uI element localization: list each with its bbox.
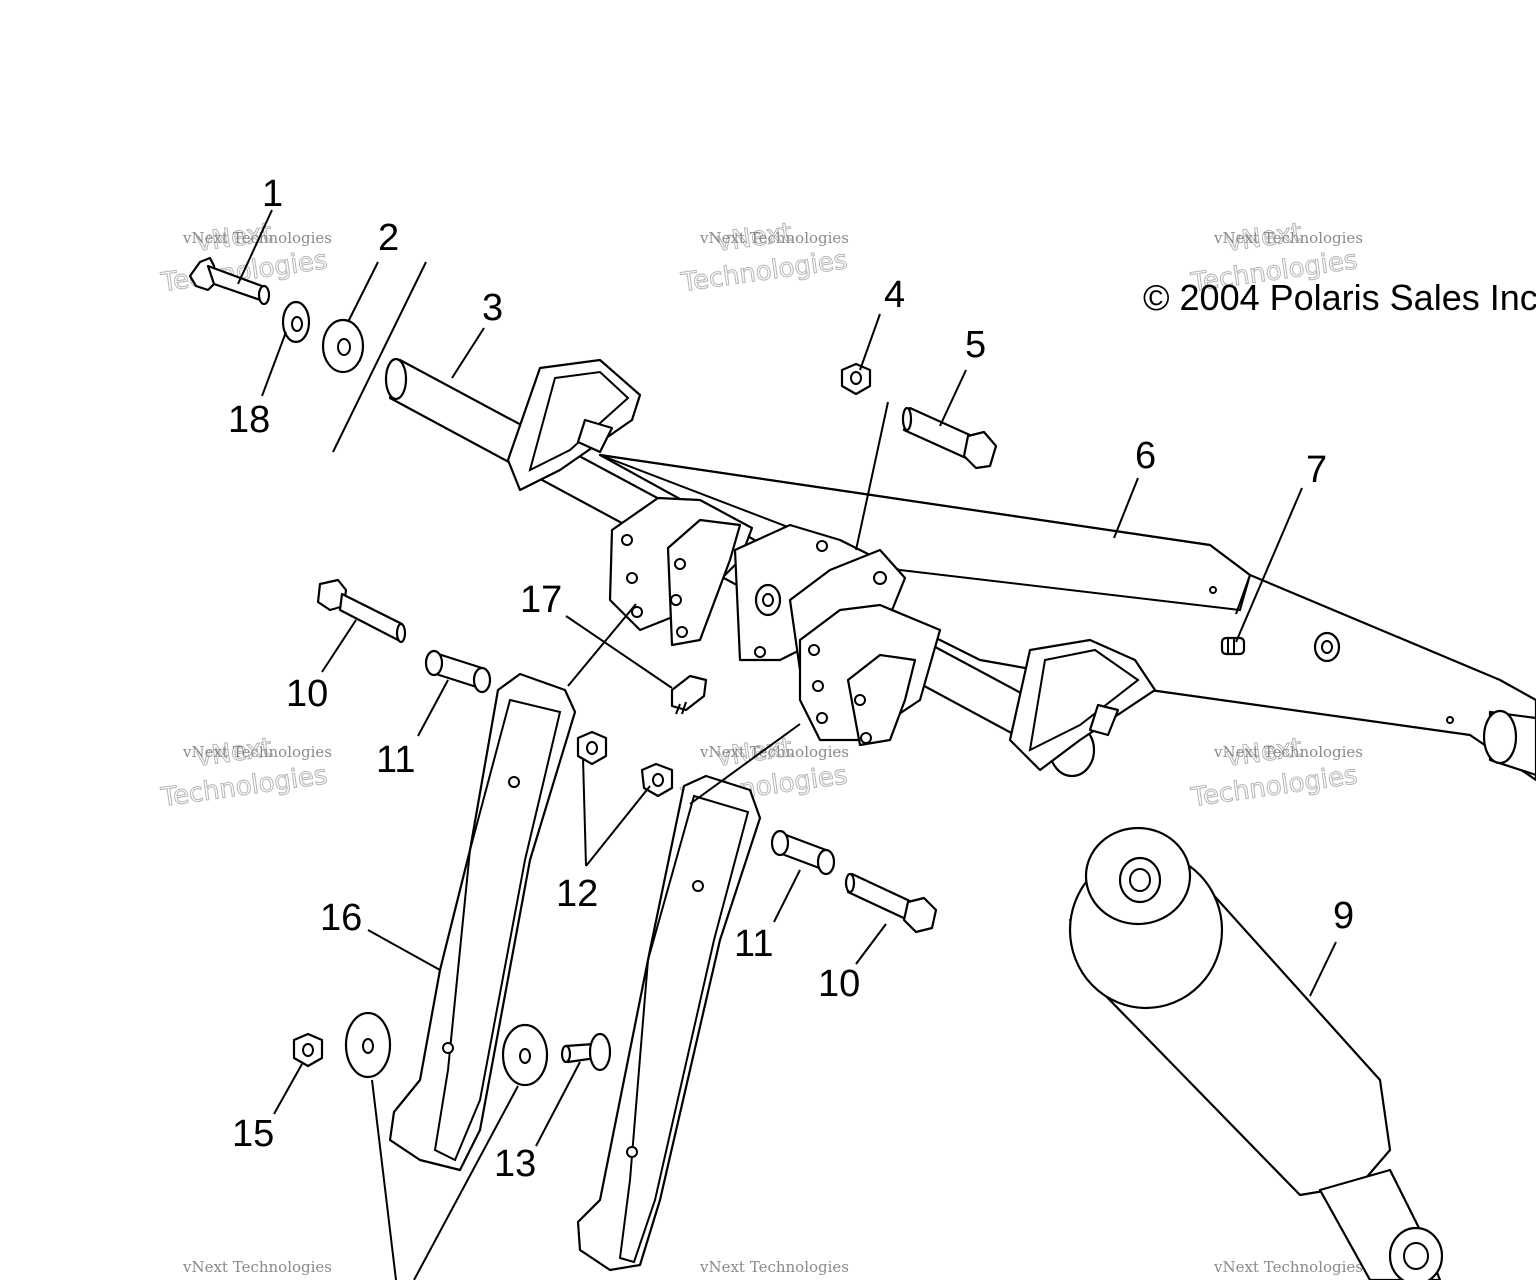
part-frame-rail-6: [598, 453, 1536, 782]
callout-17: 17: [520, 579, 562, 621]
watermark-small: vNext Technologies: [699, 1258, 849, 1276]
callout-15: 15: [232, 1113, 274, 1155]
callout-10-upper: 10: [286, 673, 328, 715]
callout-9: 9: [1333, 895, 1354, 937]
callout-1: 1: [262, 173, 283, 215]
part-bushing-11-lower: [770, 829, 836, 876]
callout-3: 3: [482, 287, 503, 329]
watermark-small: vNext Technologies: [182, 229, 332, 247]
callouts: 1 2 3 4 5 6 7 17 18 10 11 12 16 11 10 9 …: [228, 173, 1354, 1185]
part-bolt-5: [901, 406, 998, 470]
watermark-small: vNext Technologies: [182, 743, 332, 761]
callout-12: 12: [556, 873, 598, 915]
watermark-small: vNext Technologies: [1213, 229, 1363, 247]
watermark-small: vNext Technologies: [1213, 743, 1363, 761]
part-cross-shaft-3: [384, 357, 1157, 778]
part-bolt-1: [188, 256, 271, 306]
callout-4: 4: [884, 274, 905, 316]
callout-7: 7: [1306, 449, 1327, 491]
callout-16: 16: [320, 897, 362, 939]
part-washer-lower-right: [501, 1023, 549, 1087]
part-fitting-7: [1220, 636, 1246, 656]
copyright-text: © 2004 Polaris Sales Inc.: [1143, 277, 1536, 318]
part-nut-12a: [576, 730, 608, 766]
callout-5: 5: [965, 324, 986, 366]
callout-6: 6: [1135, 435, 1156, 477]
leader-lines: [237, 209, 1337, 1280]
watermark-small: vNext Technologies: [699, 743, 849, 761]
watermark-small: vNext Technologies: [699, 229, 849, 247]
part-link-arm-16: [388, 672, 577, 1172]
part-bolt-10-lower: [844, 872, 938, 934]
part-shock-9: [1068, 826, 1444, 1280]
part-washer-lower-left: [344, 1011, 392, 1079]
part-washer-18: [281, 300, 311, 344]
callout-13: 13: [494, 1143, 536, 1185]
center-line: [332, 261, 427, 453]
callout-11-lower: 11: [734, 923, 773, 965]
callout-2: 2: [378, 217, 399, 259]
watermark-small: vNext Technologies: [1213, 1258, 1363, 1276]
callout-11-upper: 11: [376, 739, 415, 781]
part-fitting-17: [670, 674, 708, 715]
part-washer-2: [321, 318, 365, 374]
callout-18: 18: [228, 399, 270, 441]
part-nut-15: [292, 1032, 324, 1068]
part-bushing-11-upper: [424, 649, 492, 694]
part-link-arm-right: [576, 774, 762, 1272]
part-bolt-10-upper: [316, 578, 407, 644]
watermark-large-bottom: Technologies: [679, 245, 850, 298]
callout-10-lower: 10: [818, 963, 860, 1005]
watermark-small: vNext Technologies: [182, 1258, 332, 1276]
watermark-large-bottom: Technologies: [1189, 760, 1360, 813]
part-pin-13: [560, 1032, 612, 1072]
part-nut-4: [840, 362, 872, 396]
watermark-large-bottom: Technologies: [159, 760, 330, 813]
